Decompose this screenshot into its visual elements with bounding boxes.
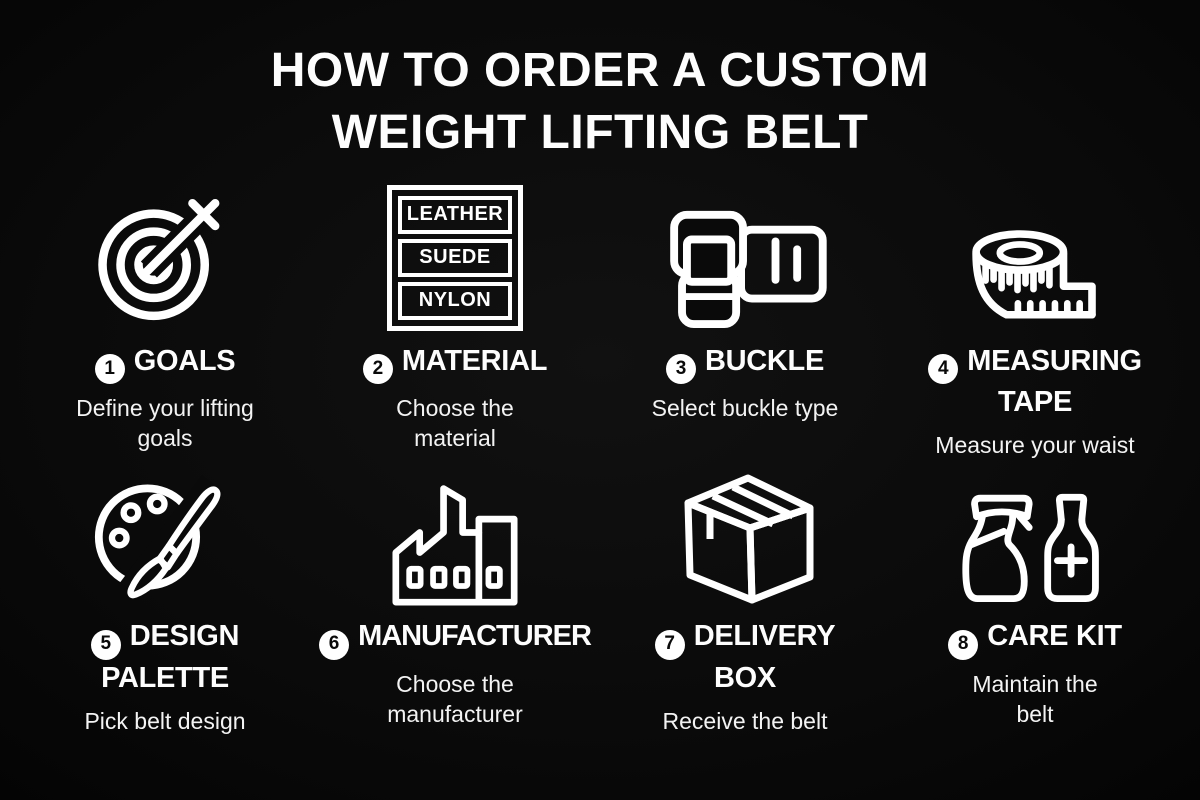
- step-care-kit: 8 CARE KIT Maintain the belt: [890, 464, 1180, 736]
- step-label: DESIGN PALETTE: [101, 620, 240, 694]
- step-number-badge: 4: [928, 353, 959, 384]
- step-label: MEASURING TAPE: [967, 344, 1142, 418]
- step-label: DELIVERY BOX: [693, 620, 836, 694]
- step-measuring-tape: 4 MEASURING TAPE Measure your waist: [890, 189, 1180, 461]
- step-label: MATERIAL: [401, 344, 548, 377]
- material-swatches-icon: LEATHER SUEDE NYLON: [387, 184, 523, 331]
- step-description: Select buckle type: [651, 394, 839, 421]
- step-title: 3 BUCKLE: [665, 343, 825, 384]
- material-option-leather: LEATHER: [398, 195, 512, 234]
- step-number-badge: 8: [948, 629, 979, 660]
- step-title: 4 MEASURING TAPE: [923, 343, 1148, 421]
- step-description: Pick belt design: [84, 707, 246, 734]
- step-title: 7 DELIVERY BOX: [630, 618, 860, 696]
- step-manufacturer: 6 MANUFACTURER Choose the manufacturer: [310, 464, 600, 736]
- step-description: Define your lifting goals: [76, 394, 254, 452]
- step-number-badge: 2: [362, 353, 393, 384]
- page-title-line1: HOW TO ORDER A CUSTOM: [270, 44, 930, 97]
- step-description: Choose the manufacturer: [387, 670, 523, 727]
- step-delivery-box: 7 DELIVERY BOX Receive the belt: [600, 464, 890, 736]
- step-number-badge: 3: [665, 353, 696, 384]
- step-label: MANUFACTURER: [358, 620, 592, 653]
- page-title: HOW TO ORDER A CUSTOM WEIGHT LIFTING BEL…: [0, 0, 1200, 165]
- factory-icon: [392, 485, 518, 606]
- page-title-line2: WEIGHT LIFTING BELT: [331, 106, 869, 160]
- step-label: BUCKLE: [704, 344, 825, 377]
- step-number-badge: 6: [319, 629, 350, 660]
- material-option-nylon: NYLON: [398, 281, 512, 320]
- step-description: Receive the belt: [662, 707, 828, 734]
- steps-grid: 1 GOALS Define your lifting goals LEATHER…: [20, 184, 1180, 736]
- step-label: CARE KIT: [987, 620, 1122, 653]
- delivery-box-icon: [684, 474, 814, 604]
- step-description: Maintain the belt: [972, 670, 1098, 727]
- step-number-badge: 1: [94, 353, 125, 384]
- step-title: 1 GOALS: [94, 343, 236, 384]
- material-option-suede: SUEDE: [398, 238, 512, 277]
- step-title: 2 MATERIAL: [362, 343, 548, 384]
- step-title: 6 MANUFACTURER: [319, 618, 592, 660]
- step-goals: 1 GOALS Define your lifting goals: [20, 189, 310, 461]
- step-description: Measure your waist: [935, 432, 1135, 459]
- target-goals-icon: [98, 198, 220, 320]
- step-title: 8 CARE KIT: [948, 618, 1122, 660]
- step-number-badge: 5: [90, 629, 121, 660]
- care-kit-icon: [962, 494, 1099, 603]
- step-number-badge: 7: [654, 629, 685, 660]
- step-description: Choose the material: [396, 394, 514, 452]
- step-material: LEATHER SUEDE NYLON 2 MATERIAL Choose the…: [310, 184, 600, 461]
- step-label: GOALS: [133, 344, 236, 377]
- measuring-tape-icon: [972, 229, 1096, 319]
- design-palette-icon: [94, 475, 224, 600]
- belt-buckle-icon: [670, 210, 827, 328]
- step-buckle: 3 BUCKLE Select buckle type: [600, 189, 890, 461]
